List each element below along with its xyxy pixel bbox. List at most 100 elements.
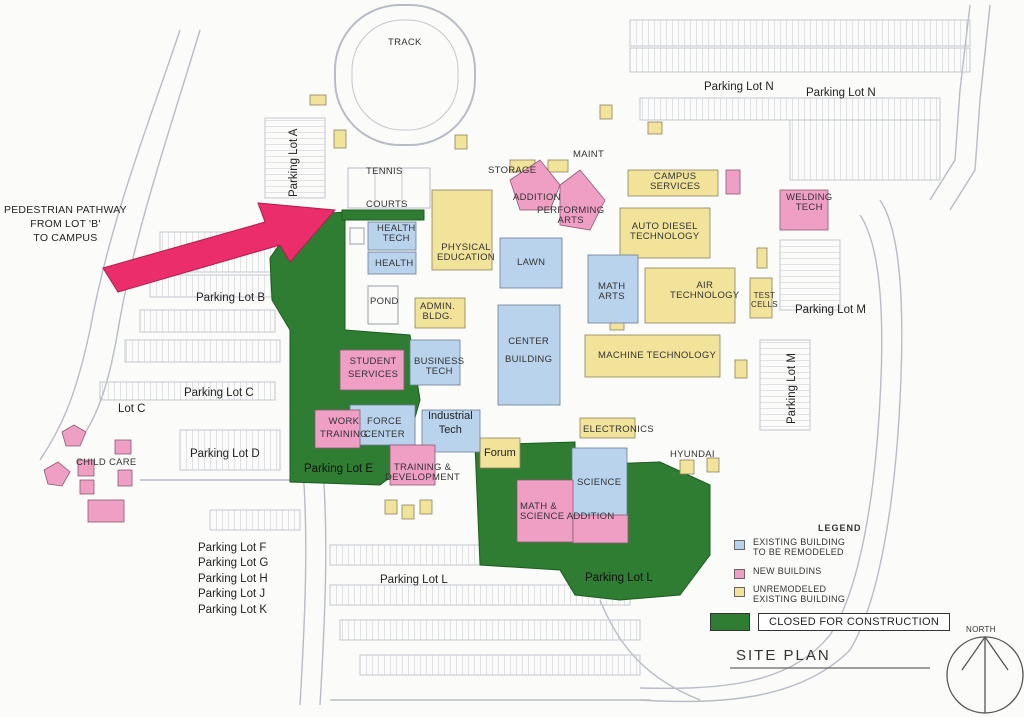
center-building-line-2: BUILDING [505, 354, 553, 366]
welding-tech-label: WELDING TECH [786, 192, 833, 214]
training-development-line-1: TRAINING & [393, 462, 452, 473]
child-care-label: CHILD CARE [76, 457, 137, 468]
health-tech-label: HEALTH TECH [377, 223, 416, 245]
lot-a-label: Parking Lot A [288, 128, 300, 197]
lot-j-label: Parking Lot J [198, 588, 266, 600]
student-services-line-1: STUDENT [349, 356, 397, 367]
pedestrian-note-line-3: TO CAMPUS [33, 232, 98, 245]
air-technology-line-2: TECHNOLOGY [670, 290, 740, 302]
legend-title: LEGEND [818, 523, 862, 533]
lot-n-label-2: Parking Lot N [806, 87, 876, 99]
remodeled-buildings [349, 221, 639, 519]
site-plan-title: SITE PLAN [736, 647, 831, 664]
business-tech-line-2: TECH [425, 366, 453, 378]
lot-l-green-label: Parking Lot L [585, 572, 653, 584]
legend-closed-label: CLOSED FOR CONSTRUCTION [758, 613, 951, 631]
legend-swatch-new [734, 569, 745, 579]
air-technology-line-1: AIR [696, 280, 714, 291]
test-cells-label: TEST CELLS [751, 291, 778, 310]
electronics-label: ELECTRONICS [583, 424, 654, 435]
tennis-courts [347, 167, 431, 209]
legend-item-remodeled: EXISTING BUILDING TO BE REMODELED [734, 537, 845, 558]
health-tech-line-1: HEALTH [377, 223, 416, 234]
pedestrian-note-line-1: PEDESTRIAN PATHWAY [4, 204, 127, 216]
maint-label: MAINT [573, 149, 605, 160]
welding-tech-line-1: WELDING [786, 192, 833, 203]
lot-b-label: Parking Lot B [196, 292, 266, 304]
student-services-line-2: SERVICES [348, 369, 399, 381]
admin-building-label: ADMIN. BLDG. [420, 301, 456, 323]
welding-tech-line-2: TECH [795, 202, 823, 214]
campus-services-label: CAMPUS SERVICES [650, 171, 701, 193]
addition-label: ADDITION [513, 192, 561, 203]
industrial-tech-line-2: Tech [438, 424, 462, 437]
north-label: NORTH [966, 625, 996, 634]
math-arts-label: MATH ARTS [598, 281, 626, 303]
physical-education-label: PHYSICAL EDUCATION [437, 242, 495, 264]
industrial-tech-line-1: Industrial [428, 410, 473, 422]
track-label: TRACK [388, 37, 422, 48]
student-services-label: STUDENT SERVICES [348, 356, 399, 381]
lot-m-vertical-label: Parking Lot M [786, 353, 798, 424]
lot-l-label: Parking Lot L [380, 574, 448, 586]
health-tech-line-2: TECH [382, 233, 410, 245]
lot-k-label: Parking Lot K [198, 604, 268, 616]
workforce-training-label: WORK TRAINING [320, 416, 368, 441]
auto-diesel-line-1: AUTO DIESEL [631, 221, 698, 232]
admin-building-line-2: BLDG. [422, 311, 453, 323]
math-science-addition-label: MATH & SCIENCE ADDITION [520, 501, 615, 523]
lot-c-short-label: Lot C [118, 403, 146, 415]
courts-label: COURTS [366, 199, 408, 210]
auto-diesel-line-2: TECHNOLOGY [630, 231, 700, 243]
business-tech-label: BUSINESS TECH [414, 356, 465, 378]
workforce-line-4: CENTER [364, 429, 405, 441]
industrial-tech-label: Industrial Tech [428, 410, 473, 436]
business-tech-line-1: BUSINESS [414, 356, 465, 367]
legend-item-remodeled-line-2: TO BE REMODELED [753, 546, 844, 557]
center-building-label: CENTER BUILDING [505, 336, 553, 366]
storage-label: STORAGE [488, 165, 537, 176]
workforce-line-2: TRAINING [320, 429, 368, 441]
running-track [334, 4, 476, 146]
legend-item-unremodeled-text: UNREMODELED EXISTING BUILDING [753, 584, 846, 605]
legend-item-new-text: NEW BUILDINS [753, 566, 822, 576]
performing-arts-line-1: PERFORMING [537, 205, 605, 216]
north-compass [946, 635, 1024, 714]
legend-item-remodeled-text: EXISTING BUILDING TO BE REMODELED [753, 537, 845, 558]
legend-item-unremodeled-line-1: UNREMODELED [753, 584, 827, 594]
lot-f-label: Parking Lot F [198, 542, 267, 554]
admin-building-line-1: ADMIN. [420, 301, 456, 312]
lot-n-label-1: Parking Lot N [704, 81, 774, 93]
math-arts-line-1: MATH [598, 281, 626, 292]
campus-services-line-2: SERVICES [650, 181, 701, 193]
physical-education-line-1: PHYSICAL [441, 242, 491, 253]
legend-swatch-unremodeled [734, 587, 745, 597]
legend-swatch-closed [710, 613, 750, 631]
center-building-line-1: CENTER [508, 336, 550, 347]
lawn-label: LAWN [517, 257, 546, 268]
pond [367, 285, 399, 325]
pedestrian-note-line-2: FROM LOT 'B' [30, 218, 101, 231]
math-science-line-1: MATH & [520, 501, 557, 512]
training-development-line-2: DEVELOPMENT [385, 472, 461, 484]
legend-item-unremodeled-line-2: EXISTING BUILDING [753, 593, 846, 604]
unremodeled-buildings [309, 94, 773, 520]
lot-c-label: Parking Lot C [184, 387, 254, 399]
lot-m-label: Parking Lot M [795, 304, 866, 316]
pedestrian-arrow [102, 202, 337, 293]
workforce-center-label: FORCE CENTER [364, 416, 405, 441]
new-buildings [43, 159, 829, 544]
hyundai-label: HYUNDAI [670, 449, 715, 460]
performing-arts-label: PERFORMING ARTS [537, 205, 605, 227]
math-arts-line-2: ARTS [598, 291, 625, 303]
lot-d-label: Parking Lot D [190, 448, 260, 460]
legend-swatch-remodeled [734, 540, 745, 550]
performing-arts-line-2: ARTS [557, 215, 584, 227]
workforce-line-3: FORCE [367, 416, 402, 427]
workforce-line-1: WORK [328, 416, 360, 427]
physical-education-line-2: EDUCATION [437, 252, 495, 264]
legend-item-new: NEW BUILDINS [734, 566, 822, 579]
lot-h-label: Parking Lot H [198, 573, 268, 585]
campus-services-line-1: CAMPUS [653, 171, 697, 182]
